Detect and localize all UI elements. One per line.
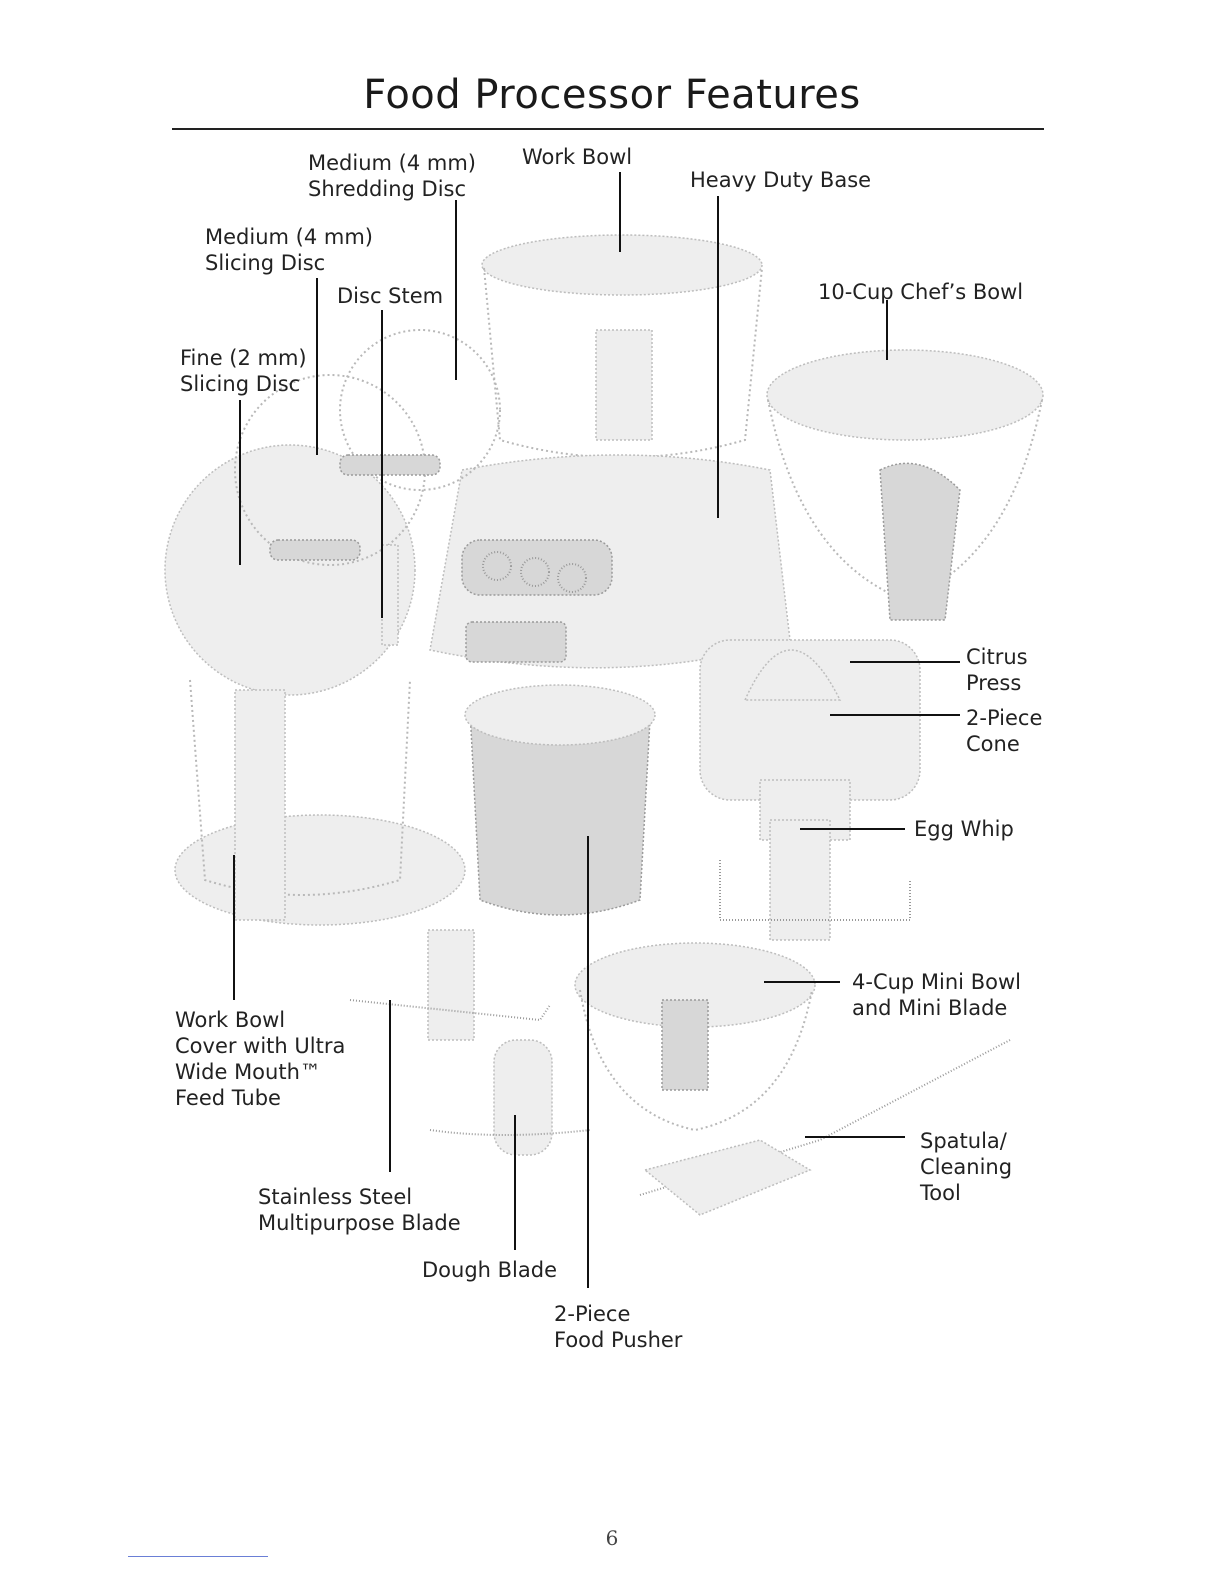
label-line: Work Bowl <box>522 145 633 169</box>
label-work-bowl-cover: Work Bowl Cover with Ultra Wide Mouth™ F… <box>175 1007 345 1111</box>
mini-bowl-drawing <box>574 942 816 1132</box>
label-line: Shredding Disc <box>308 177 467 201</box>
label-line: Disc Stem <box>337 284 444 308</box>
label-work-bowl: Work Bowl <box>522 144 632 170</box>
label-line: Feed Tube <box>175 1086 281 1110</box>
label-slicing-disc-medium: Medium (4 mm) Slicing Disc <box>205 224 373 276</box>
label-line: Egg Whip <box>914 817 1014 841</box>
label-line: Cover with Ultra <box>175 1034 346 1058</box>
label-dough-blade: Dough Blade <box>422 1257 557 1283</box>
label-line: 2-Piece <box>554 1302 631 1326</box>
page-title: Food Processor Features <box>363 72 861 118</box>
footer-link-underline[interactable] <box>128 1556 268 1557</box>
spatula-drawing <box>639 1039 1011 1216</box>
label-chefs-bowl: 10-Cup Chef’s Bowl <box>818 279 1023 305</box>
label-line: 4-Cup Mini Bowl <box>852 970 1021 994</box>
label-line: Spatula/ <box>920 1129 1007 1153</box>
label-line: Slicing Disc <box>180 372 301 396</box>
label-line: Multipurpose Blade <box>258 1211 461 1235</box>
work-bowl-cover-drawing <box>174 679 466 926</box>
label-shredding-disc: Medium (4 mm) Shredding Disc <box>308 150 476 202</box>
label-line: Fine (2 mm) <box>180 346 307 370</box>
label-line: Wide Mouth™ <box>175 1060 321 1084</box>
label-mini-bowl: 4-Cup Mini Bowl and Mini Blade <box>852 969 1021 1021</box>
label-food-pusher: 2-Piece Food Pusher <box>554 1301 682 1353</box>
label-two-piece-cone: 2-Piece Cone <box>966 705 1042 757</box>
label-line: Dough Blade <box>422 1258 558 1282</box>
label-egg-whip: Egg Whip <box>914 816 1014 842</box>
label-line: Heavy Duty Base <box>690 168 872 192</box>
page-number: 6 <box>605 1526 619 1550</box>
label-spatula: Spatula/ Cleaning Tool <box>920 1128 1012 1206</box>
label-multipurpose-blade: Stainless Steel Multipurpose Blade <box>258 1184 461 1236</box>
label-line: Cone <box>966 732 1020 756</box>
label-line: Cleaning <box>920 1155 1013 1179</box>
slicing-discs-drawing <box>164 329 501 696</box>
label-line: and Mini Blade <box>852 996 1008 1020</box>
label-line: Medium (4 mm) <box>308 151 476 175</box>
citrus-press-drawing <box>699 639 921 841</box>
label-slicing-disc-fine: Fine (2 mm) Slicing Disc <box>180 345 307 397</box>
blades-drawing <box>349 929 591 1156</box>
work-bowl-drawing <box>481 234 763 459</box>
label-heavy-duty-base: Heavy Duty Base <box>690 167 871 193</box>
label-line: Press <box>966 671 1022 695</box>
label-line: 10-Cup Chef’s Bowl <box>818 280 1024 304</box>
food-pusher-drawing <box>464 684 656 916</box>
label-line: Food Pusher <box>554 1328 683 1352</box>
label-line: 2-Piece <box>966 706 1043 730</box>
chefs-bowl-drawing <box>766 349 1044 621</box>
egg-whip-drawing <box>719 819 911 941</box>
label-citrus-press: Citrus Press <box>966 644 1028 696</box>
label-line: Medium (4 mm) <box>205 225 373 249</box>
label-line: Work Bowl <box>175 1008 286 1032</box>
label-line: Citrus <box>966 645 1028 669</box>
label-line: Stainless Steel <box>258 1185 413 1209</box>
label-disc-stem: Disc Stem <box>337 283 443 309</box>
title-divider <box>172 128 1044 130</box>
heavy-duty-base-drawing <box>429 454 791 669</box>
label-line: Tool <box>920 1181 961 1205</box>
label-line: Slicing Disc <box>205 251 326 275</box>
